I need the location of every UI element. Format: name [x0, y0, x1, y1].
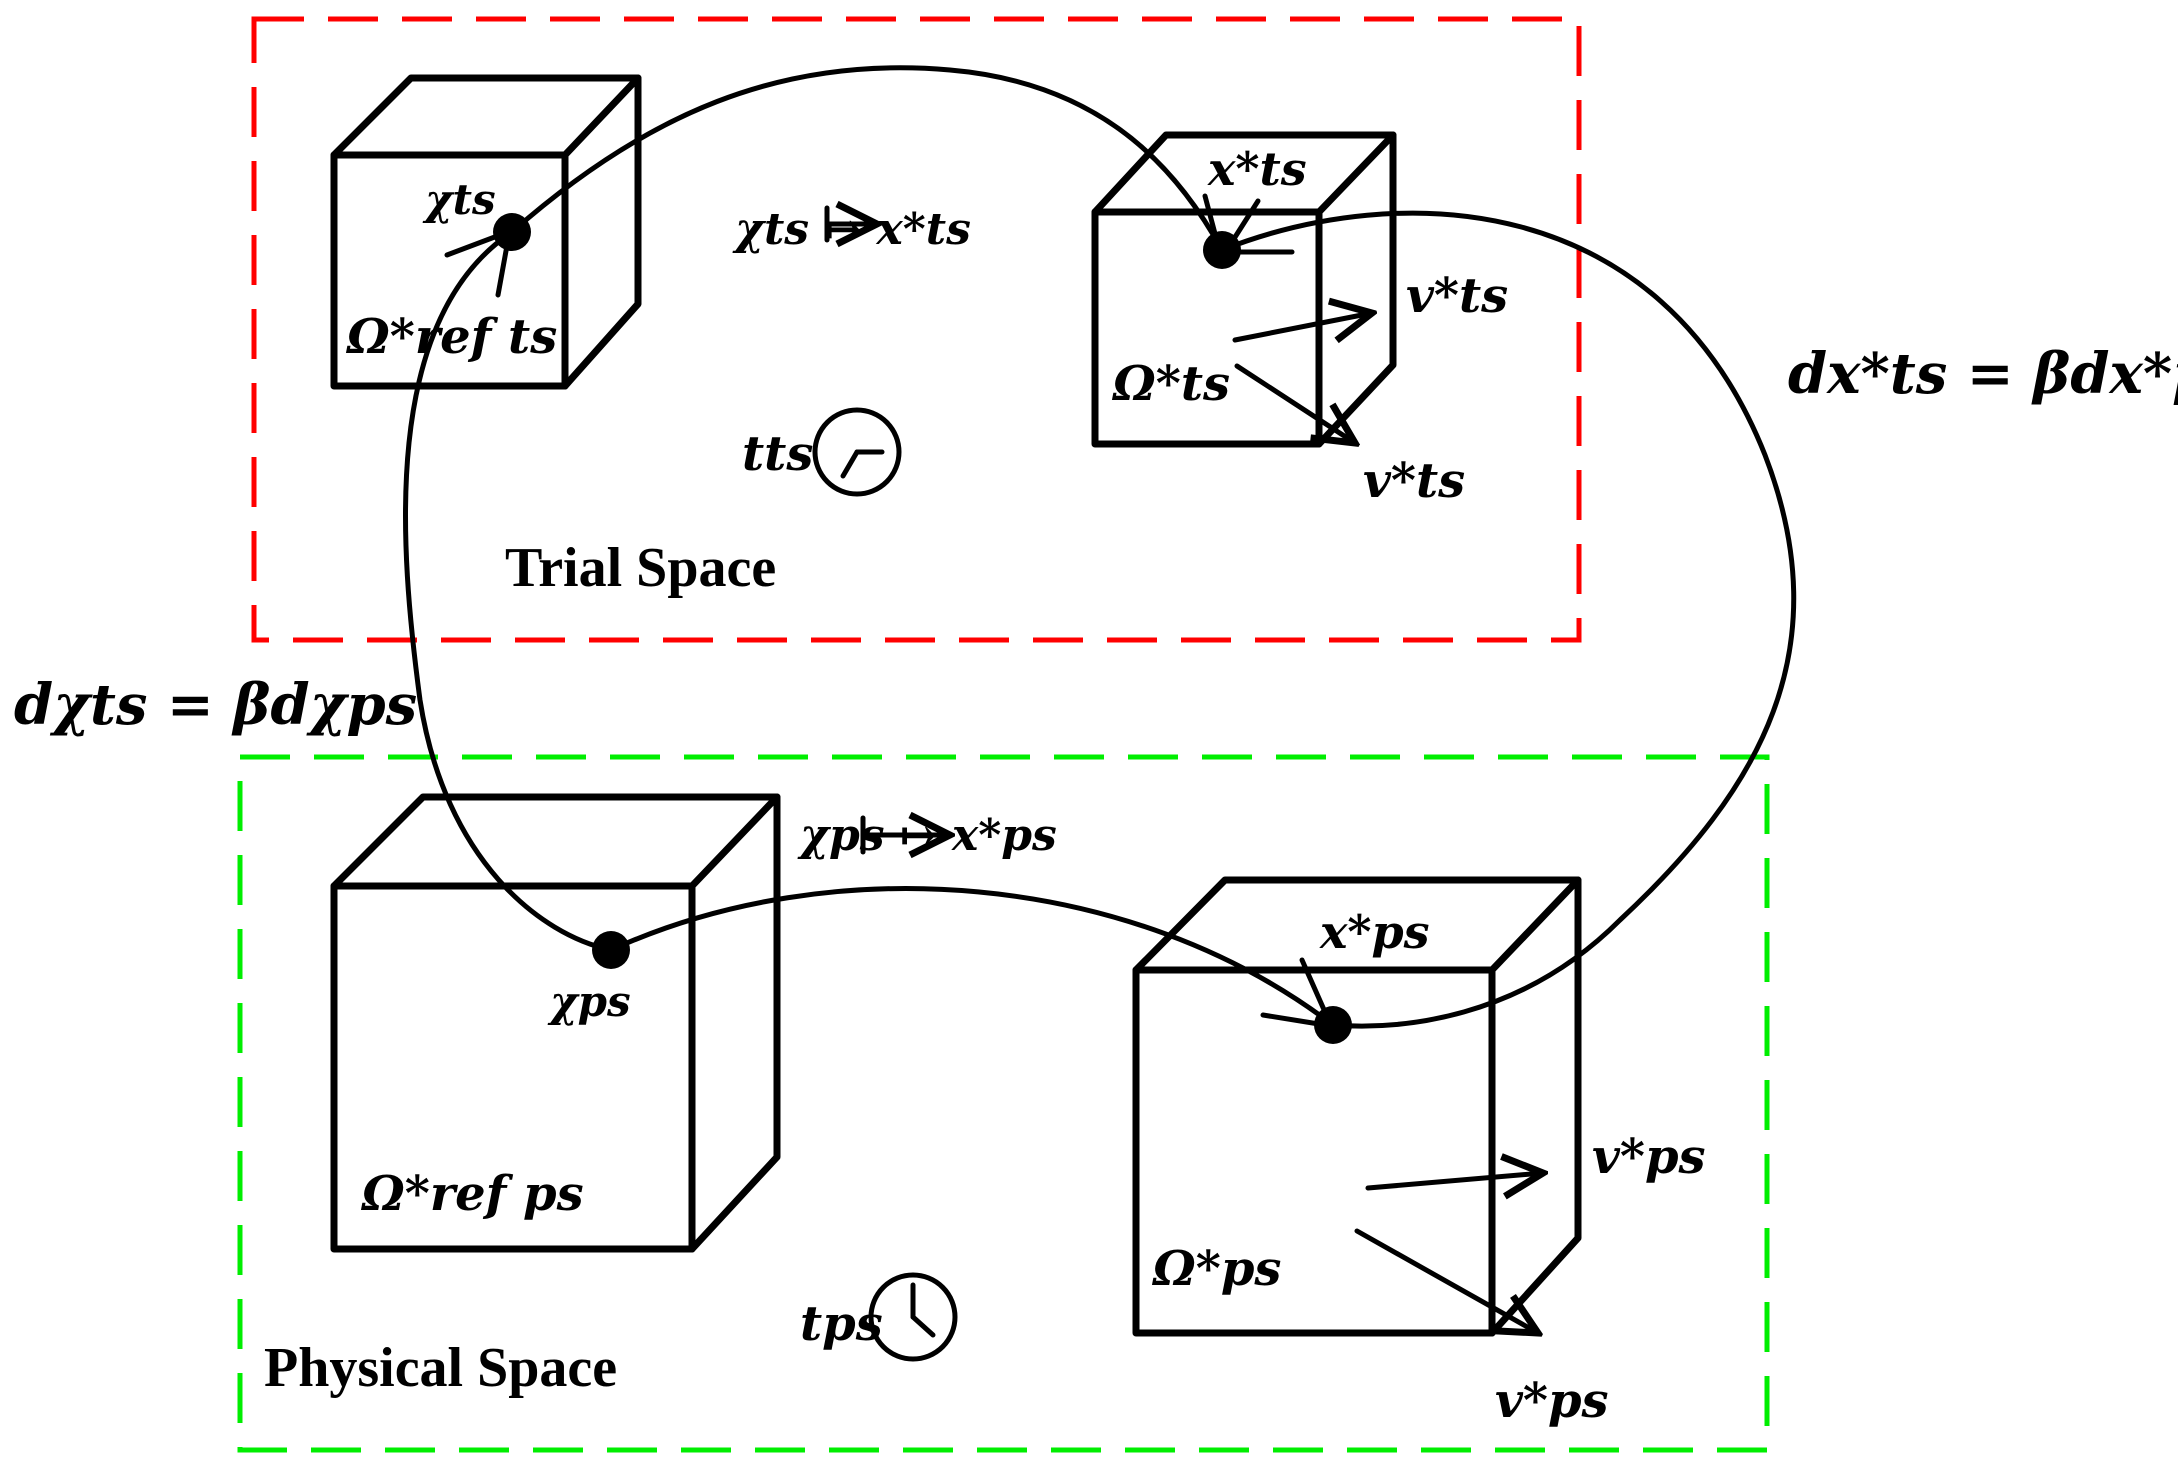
point-x-ps: [1314, 1006, 1352, 1044]
velocity-arrow-physical-1: [1365, 1173, 1543, 1188]
trial-time-label: tts: [742, 426, 813, 482]
clock-icon-physical: [868, 1272, 958, 1362]
map-curve-trial: [509, 65, 1225, 253]
velocity-arrow-trial-2: [1234, 363, 1355, 443]
point-x-ts: [1203, 231, 1241, 269]
point-chi-ts: [493, 213, 531, 251]
physical-velocity-label-2: v*ps: [1495, 1373, 1609, 1429]
trial-space-title: Trial Space: [505, 537, 776, 599]
physical-map-label: χps ↦ x*ps: [797, 810, 1057, 861]
current-scaling-equation: dx*ts = βdx*ps: [1788, 341, 2178, 407]
velocity-arrow-trial-1: [1232, 313, 1372, 340]
physical-reference-cube: [330, 793, 781, 1253]
physical-space-title: Physical Space: [264, 1337, 617, 1399]
trial-point-ref-label: χts: [422, 175, 496, 224]
point-ticks: [444, 193, 1328, 1028]
clock-icon-trial: [812, 407, 902, 497]
maps-to-arrow-trial: [824, 208, 877, 240]
map-curve-cross-trial-physical: [403, 229, 614, 953]
physical-domain-ref-label: Ω*ref ps: [360, 1166, 584, 1222]
point-chi-ps: [592, 931, 630, 969]
physical-space-border: [237, 754, 1770, 1453]
trial-space-border: [251, 16, 1582, 643]
physical-point-ref-label: χps: [547, 977, 631, 1026]
trial-domain-label: Ω*ts: [1111, 356, 1230, 412]
velocity-arrow-physical-2: [1354, 1228, 1538, 1333]
physical-domain-label: Ω*ps: [1151, 1241, 1281, 1297]
reference-scaling-equation: dχts = βdχps: [14, 672, 417, 738]
trial-reference-cube: [330, 74, 642, 390]
physical-time-label: tps: [800, 1296, 883, 1352]
map-curve-cross-current: [1219, 210, 1797, 1029]
physical-velocity-label-1: v*ps: [1592, 1129, 1706, 1185]
trial-velocity-label-2: v*ts: [1363, 453, 1465, 509]
trial-point-mapped-label: x*ts: [1207, 142, 1307, 196]
map-curve-physical: [608, 886, 1336, 1028]
trial-velocity-label-1: v*ts: [1406, 268, 1508, 324]
physical-current-cube: [1132, 876, 1582, 1337]
maps-to-arrow-physical: [860, 818, 950, 852]
trial-map-label: χts ↦ x*ts: [732, 204, 971, 255]
physical-point-mapped-label: x*ps: [1319, 905, 1430, 959]
trial-domain-ref-label: Ω*ref ts: [345, 309, 557, 365]
